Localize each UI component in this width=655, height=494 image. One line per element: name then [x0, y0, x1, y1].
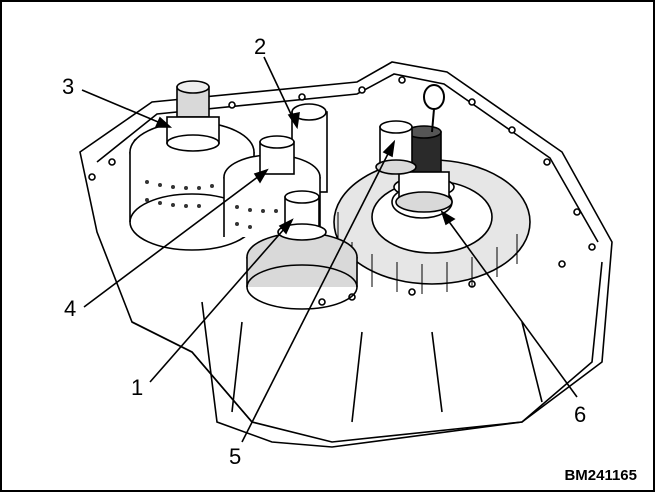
callout-1: 1 [131, 375, 144, 400]
leader-1 [149, 219, 293, 383]
callout-3: 3 [62, 74, 75, 99]
callout-2: 2 [254, 34, 267, 59]
case-skirt [131, 321, 253, 423]
leader-6 [441, 211, 578, 398]
case-rib-4 [231, 321, 243, 413]
case-flange [96, 73, 599, 243]
leader-5 [241, 141, 395, 443]
case-rib-1 [351, 331, 363, 423]
drum-holes-middle [235, 205, 278, 229]
case-rib-3 [521, 321, 543, 403]
figure-code: BM241165 [564, 467, 637, 484]
callout-5: 5 [229, 444, 242, 469]
leader-3 [81, 89, 171, 128]
case-lower-wall [201, 261, 603, 448]
drum-holes-left [145, 180, 214, 208]
case-rib-2 [431, 331, 443, 413]
leader-lines [81, 56, 578, 443]
leader-4 [83, 169, 268, 308]
callout-4: 4 [64, 296, 77, 321]
case-bolt-holes [88, 76, 596, 306]
callout-6: 6 [574, 402, 587, 427]
